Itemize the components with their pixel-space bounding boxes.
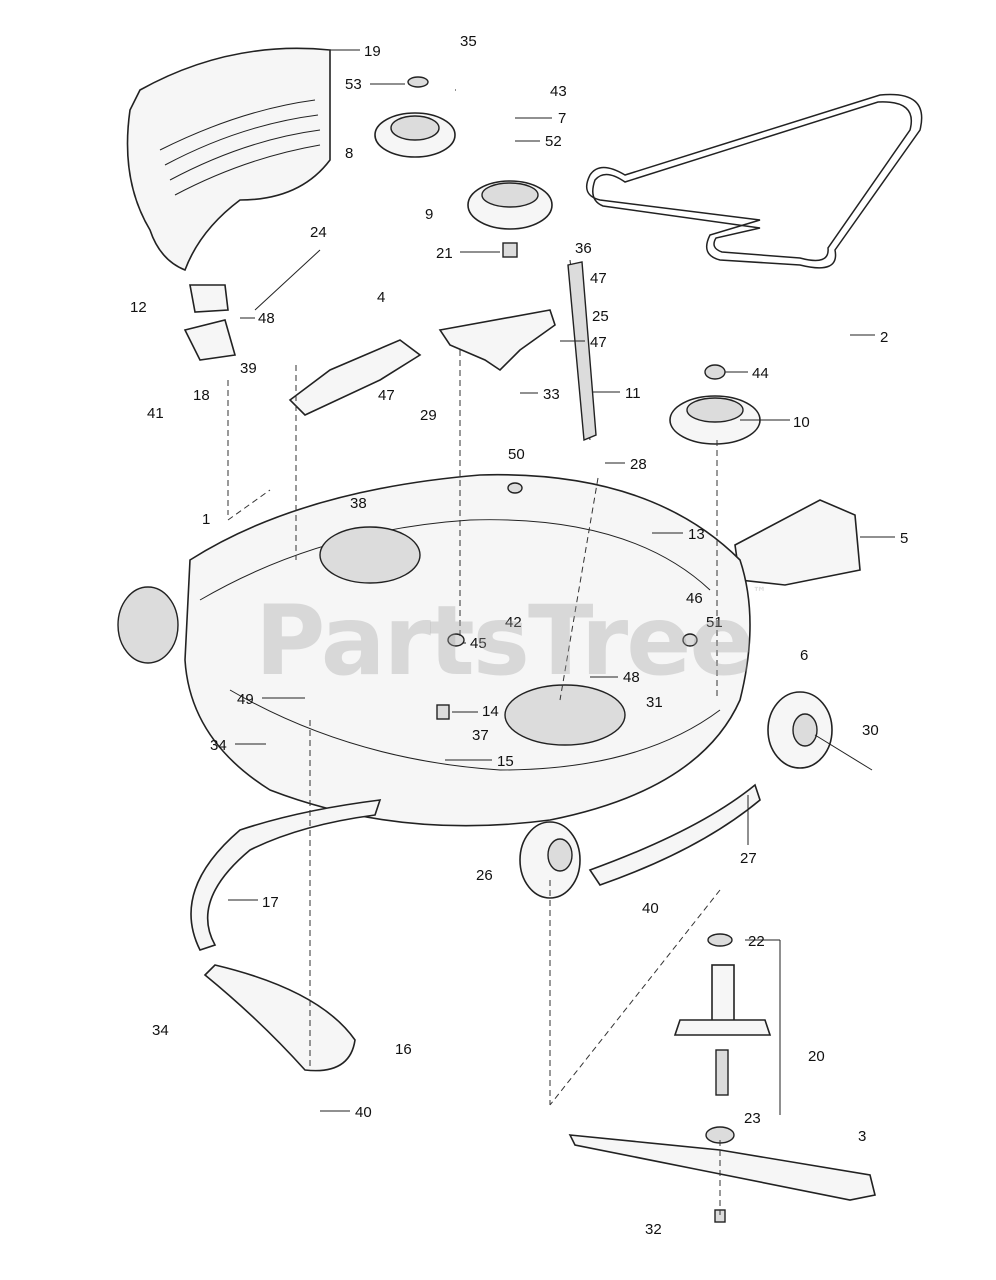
callout-52: 52 (545, 133, 562, 150)
callout-40-b: 40 (355, 1104, 372, 1121)
callout-50: 50 (508, 446, 525, 463)
nut-46[interactable] (682, 633, 698, 647)
bolt-30[interactable] (814, 734, 873, 771)
callout-39: 39 (240, 360, 257, 377)
washer-53[interactable] (407, 76, 429, 88)
callout-18: 18 (193, 387, 210, 404)
callout-48-a: 48 (258, 310, 275, 327)
callout-27: 27 (740, 850, 757, 867)
callout-51: 51 (706, 614, 723, 631)
callout-47-c: 47 (378, 387, 395, 404)
grass-chute[interactable] (126, 47, 331, 272)
callout-31: 31 (646, 694, 663, 711)
nut-44[interactable] (704, 364, 726, 380)
callout-24: 24 (310, 224, 327, 241)
callout-49: 49 (237, 691, 254, 708)
callout-12: 12 (130, 299, 147, 316)
callout-26: 26 (476, 867, 493, 884)
callout-19: 19 (364, 43, 381, 60)
callout-28: 28 (630, 456, 647, 473)
fitting-14[interactable] (436, 704, 450, 720)
mower-deck-housing[interactable] (184, 473, 751, 827)
bearing-22[interactable] (707, 933, 733, 947)
callout-1: 1 (202, 511, 210, 528)
drive-belt[interactable] (585, 93, 923, 269)
belt-guard-4[interactable] (288, 339, 422, 416)
callout-17: 17 (262, 894, 279, 911)
callout-3: 3 (858, 1128, 866, 1145)
nut-45[interactable] (447, 633, 465, 647)
deck-wheel-6[interactable] (767, 691, 833, 769)
bushing-21[interactable] (502, 242, 518, 258)
callout-22: 22 (748, 933, 765, 950)
callout-47-a: 47 (590, 270, 607, 287)
callout-23: 23 (744, 1110, 761, 1127)
callout-2: 2 (880, 329, 888, 346)
callout-47-b: 47 (590, 334, 607, 351)
callout-11: 11 (625, 385, 641, 402)
callout-36: 36 (575, 240, 592, 257)
callout-41: 41 (147, 405, 164, 422)
spring-11[interactable] (567, 259, 597, 442)
baffle-27[interactable] (588, 783, 761, 886)
callout-45: 45 (470, 635, 487, 652)
callout-9: 9 (425, 206, 433, 223)
callout-13: 13 (688, 526, 705, 543)
spindle-assembly-20[interactable] (673, 964, 772, 1096)
callout-7: 7 (558, 110, 566, 127)
callout-16: 16 (395, 1041, 412, 1058)
callout-10: 10 (793, 414, 810, 431)
callout-5: 5 (900, 530, 908, 547)
callout-34-a: 34 (210, 737, 227, 754)
callout-30: 30 (862, 722, 879, 739)
callout-6: 6 (800, 647, 808, 664)
callout-38: 38 (350, 495, 367, 512)
callout-43: 43 (550, 83, 567, 100)
callout-25: 25 (592, 308, 609, 325)
callout-4: 4 (377, 289, 385, 306)
callout-37: 37 (472, 727, 489, 744)
callout-42: 42 (505, 614, 522, 631)
idler-pulley-9[interactable] (467, 180, 553, 230)
callout-32: 32 (645, 1221, 662, 1238)
deck-wheel-26[interactable] (519, 821, 581, 899)
callout-53: 53 (345, 76, 362, 93)
callout-44: 44 (752, 365, 769, 382)
callout-46: 46 (686, 590, 703, 607)
rod-24[interactable] (254, 249, 321, 311)
callout-33: 33 (543, 386, 560, 403)
callout-21: 21 (436, 245, 453, 262)
blade-3[interactable] (568, 1134, 876, 1201)
callout-35: 35 (460, 33, 477, 50)
callout-29: 29 (420, 407, 437, 424)
bracket-18[interactable] (183, 319, 237, 361)
idler-pulley-8[interactable] (374, 112, 456, 158)
callout-labels: 1 2 3 4 5 6 7 8 9 10 11 12 13 14 15 16 1… (130, 33, 908, 1238)
washer-50[interactable] (507, 482, 523, 494)
deck-wheel-left[interactable] (117, 586, 179, 664)
idler-arm-25[interactable] (438, 309, 556, 372)
callout-40-a: 40 (642, 900, 659, 917)
spring-bracket-12[interactable] (189, 284, 229, 313)
callout-14: 14 (482, 703, 499, 720)
baffle-17[interactable] (190, 799, 382, 951)
callout-48-b: 48 (623, 669, 640, 686)
callout-15: 15 (497, 753, 514, 770)
callout-8: 8 (345, 145, 353, 162)
baffle-16[interactable] (203, 964, 356, 1072)
callout-34-b: 34 (152, 1022, 169, 1039)
callout-leaders (228, 83, 895, 1112)
callout-20: 20 (808, 1048, 825, 1065)
belt-cover-5[interactable] (734, 499, 861, 586)
leader-lines (227, 49, 875, 1215)
